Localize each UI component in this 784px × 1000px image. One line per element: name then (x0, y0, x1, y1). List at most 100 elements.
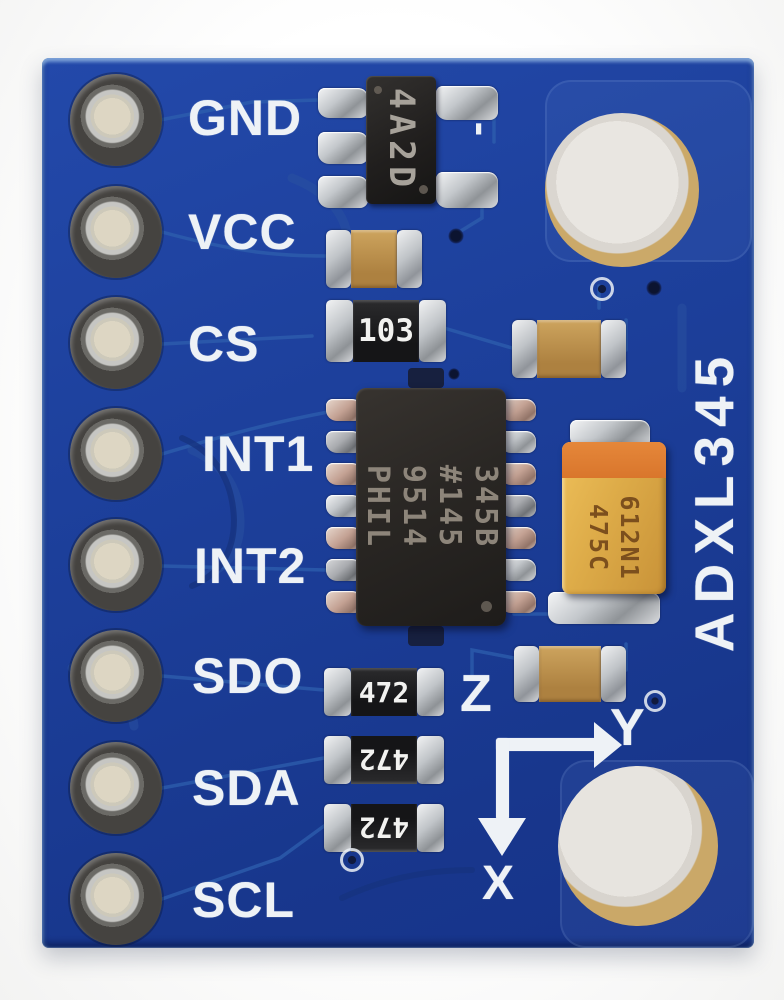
ic-marking-line: PHIL (360, 464, 395, 550)
resistor-472: 472 (324, 804, 444, 852)
resistor-marking: 103 (353, 300, 419, 362)
solder-end (601, 320, 626, 378)
pcb-board: GND VCC CS INT1 INT2 SDO SDA SCL 4A2D - … (42, 58, 754, 948)
regulator-pad (318, 132, 368, 164)
ic-pad (500, 431, 536, 453)
resistor-472: 472 (324, 668, 444, 716)
ic-pad (326, 591, 362, 613)
ic-pad (500, 399, 536, 421)
regulator-marking: 4A2D (381, 87, 421, 193)
axis-arrow-horizontal (496, 738, 598, 751)
resistor-103: 103 (326, 300, 446, 362)
ic-pad (500, 463, 536, 485)
ceramic-capacitor (512, 320, 626, 378)
capacitor-body (351, 230, 397, 288)
tantalum-solder (548, 592, 660, 624)
ic-marking-line: 345B (468, 464, 503, 550)
ic-pad (326, 463, 362, 485)
via (448, 228, 464, 244)
ic-pad (500, 495, 536, 517)
pin-label-vcc: VCC (188, 204, 297, 260)
silkscreen-minus-mark: - (457, 121, 507, 137)
solder-end (514, 646, 539, 702)
pin-hole-sda (70, 742, 162, 834)
accelerometer-ic: 345B #145 9514 PHIL (356, 388, 506, 626)
ic-pad (500, 527, 536, 549)
via (448, 368, 460, 380)
axis-arrow-vertical (496, 738, 509, 820)
ic-pad (326, 527, 362, 549)
solder-end (419, 300, 446, 362)
resistor-marking: 472 (351, 668, 417, 716)
solder-end (417, 736, 444, 784)
capacitor-body (539, 646, 601, 702)
tantalum-marking-line: 475C (584, 503, 613, 573)
ic-bottom-pad (408, 626, 444, 646)
ic-marking-line: #145 (432, 464, 467, 550)
regulator-pad (436, 172, 498, 208)
ic-marking: 345B #145 9514 PHIL (356, 407, 506, 607)
via (646, 280, 662, 296)
ic-pad (326, 431, 362, 453)
via (340, 848, 364, 872)
capacitor-body (537, 320, 601, 378)
ceramic-capacitor (514, 646, 626, 702)
tantalum-polarity-stripe (562, 442, 666, 478)
ic-pad (500, 591, 536, 613)
pin-hole-vcc (70, 186, 162, 278)
solder-end (417, 668, 444, 716)
solder-end (397, 230, 422, 288)
regulator-pad (318, 176, 368, 208)
ic-pad (326, 559, 362, 581)
pin-hole-sdo (70, 630, 162, 722)
regulator-pad (318, 88, 368, 118)
resistor-marking: 472 (351, 736, 417, 784)
pin-hole-gnd (70, 74, 162, 166)
solder-end (326, 300, 353, 362)
pin-hole-cs (70, 297, 162, 389)
solder-end (324, 804, 351, 852)
solder-end (512, 320, 537, 378)
resistor-marking: 472 (351, 804, 417, 852)
pin-label-scl: SCL (192, 872, 295, 928)
tantalum-marking: 612N1 475C (574, 473, 654, 603)
solder-end (417, 804, 444, 852)
pin-label-sda: SDA (192, 760, 301, 816)
pin-label-cs: CS (188, 316, 260, 372)
axis-z-label: Z (460, 665, 492, 723)
solder-end (326, 230, 351, 288)
solder-end (324, 736, 351, 784)
axis-x-label: X (482, 857, 515, 910)
chip-pin1-dot (374, 86, 382, 94)
chip-dot (419, 185, 428, 194)
ic-pad (326, 495, 362, 517)
mounting-hole-top-right (545, 113, 699, 267)
axis-arrowhead-y (594, 722, 622, 768)
ic-top-pad (408, 368, 444, 388)
pin-hole-scl (70, 853, 162, 945)
resistor-472: 472 (324, 736, 444, 784)
mounting-hole-bottom-right (558, 766, 718, 926)
ceramic-capacitor (326, 230, 422, 288)
tantalum-marking-line: 612N1 (615, 495, 644, 581)
ic-pad (500, 559, 536, 581)
pin-hole-int2 (70, 519, 162, 611)
pin-label-int2: INT2 (194, 538, 307, 594)
via (590, 277, 614, 301)
pin-label-sdo: SDO (192, 648, 304, 704)
pin-label-gnd: GND (188, 90, 303, 146)
ic-pad (326, 399, 362, 421)
pin-label-int1: INT1 (202, 426, 315, 482)
regulator-pad (436, 86, 498, 120)
solder-end (601, 646, 626, 702)
regulator-chip: 4A2D (366, 76, 436, 204)
via (644, 690, 666, 712)
axis-arrowhead-x (478, 818, 526, 856)
solder-end (324, 668, 351, 716)
pin-hole-int1 (70, 408, 162, 500)
part-number-silkscreen: ADXL345 (683, 347, 745, 653)
tantalum-capacitor: 612N1 475C (562, 442, 666, 594)
axis-y-label: Y (610, 699, 645, 757)
chip-pin1-dot (481, 601, 492, 612)
